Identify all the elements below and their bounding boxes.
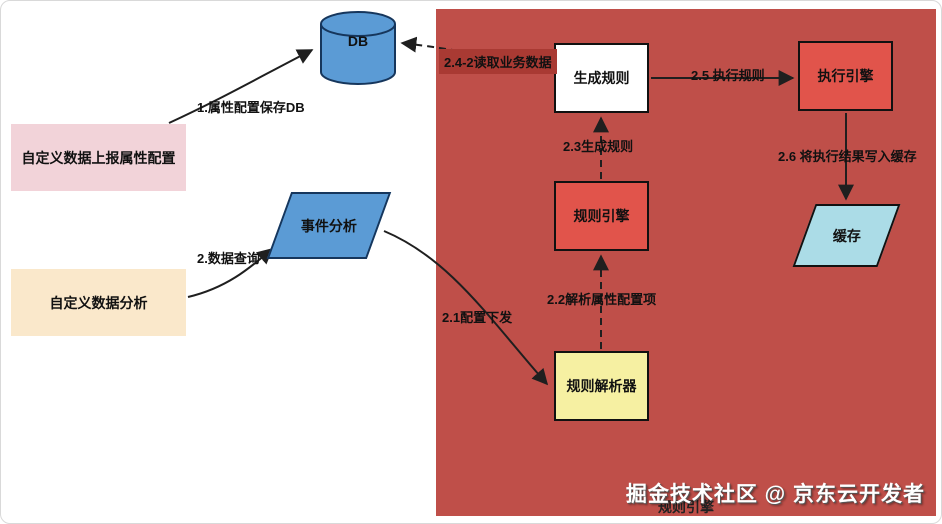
edge-label-2-1: 2.1配置下发	[442, 310, 513, 325]
edge-label-1: 1.属性配置保存DB	[197, 100, 305, 115]
node-exec-engine: 执行引擎	[798, 41, 893, 111]
edge-label-2-4-2: 2.4-2读取业务数据	[439, 49, 557, 74]
edge-label-2: 2.数据查询	[197, 251, 260, 266]
edge-label-2-2: 2.2解析属性配置项	[547, 292, 657, 307]
node-rule-parser: 规则解析器	[554, 351, 649, 421]
db-cylinder-icon	[320, 11, 396, 85]
edge-label-2-6: 2.6 将执行结果写入缓存	[778, 149, 917, 164]
edge-label-2-5: 2.5 执行规则	[691, 68, 765, 83]
panel-caption: 规则引擎	[658, 499, 714, 515]
node-cache-label: 缓存	[832, 227, 861, 244]
node-data-analysis: 自定义数据分析	[11, 269, 186, 336]
node-db: DB	[319, 9, 397, 87]
node-generate-rules: 生成规则	[554, 43, 649, 113]
node-attr-config: 自定义数据上报属性配置	[11, 124, 186, 191]
node-rule-engine-label: 规则引擎	[573, 208, 630, 224]
node-exec-engine-label: 执行引擎	[817, 68, 874, 84]
node-event-analysis-label: 事件分析	[301, 217, 357, 234]
node-rule-parser-label: 规则解析器	[566, 378, 637, 394]
node-attr-config-label: 自定义数据上报属性配置	[21, 149, 176, 166]
node-db-label: DB	[347, 33, 369, 49]
edge-label-2-3: 2.3生成规则	[563, 139, 634, 154]
watermark: 掘金技术社区 @ 京东云开发者	[625, 483, 925, 506]
node-data-analysis-label: 自定义数据分析	[49, 294, 148, 311]
node-generate-rules-label: 生成规则	[573, 70, 630, 86]
node-event-analysis: 事件分析	[266, 192, 392, 259]
node-rule-engine: 规则引擎	[554, 181, 649, 251]
